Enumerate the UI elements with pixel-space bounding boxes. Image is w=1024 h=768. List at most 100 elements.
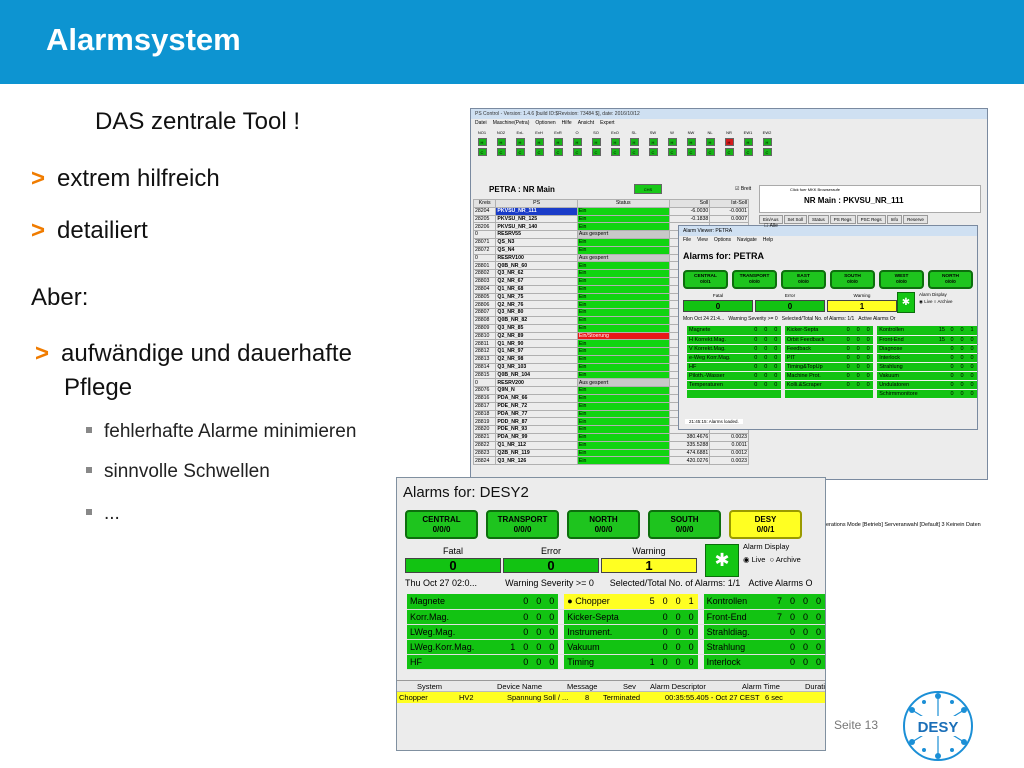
group-name[interactable]: HF bbox=[407, 654, 507, 670]
tab-psregs[interactable]: PS Regs bbox=[829, 215, 856, 224]
sub-indicator[interactable]: C bbox=[743, 148, 753, 156]
group-name[interactable]: Kontrollen bbox=[703, 594, 773, 610]
group-name[interactable]: Timing bbox=[564, 654, 646, 670]
state-indicator[interactable]: H bbox=[572, 138, 582, 146]
group-name[interactable]: Temperaturen bbox=[687, 380, 751, 390]
sub-indicator[interactable]: C bbox=[477, 148, 487, 156]
menu-item[interactable]: Ansicht bbox=[577, 120, 595, 126]
group-name[interactable]: Interlock bbox=[877, 353, 937, 363]
sub-indicator[interactable]: C bbox=[591, 148, 601, 156]
state-indicator[interactable]: H bbox=[705, 138, 715, 146]
group-name[interactable]: Diagnose bbox=[877, 344, 937, 354]
sub-indicator[interactable]: C bbox=[667, 148, 677, 156]
sub-indicator[interactable]: C bbox=[610, 148, 620, 156]
list-column-header[interactable]: Device Name bbox=[497, 682, 543, 691]
sub-indicator[interactable]: C bbox=[572, 148, 582, 156]
menu-item[interactable]: Optionen bbox=[535, 120, 556, 126]
menu-item[interactable]: View bbox=[697, 237, 708, 243]
group-name[interactable]: Vakuum bbox=[564, 639, 646, 655]
group-name[interactable]: Interlock bbox=[703, 654, 773, 670]
live-radio[interactable]: ◉ Live ○ Archive bbox=[919, 299, 953, 304]
menu-item[interactable]: File bbox=[683, 237, 692, 243]
column-header[interactable]: Ist-Soll bbox=[709, 199, 749, 208]
menu-item[interactable]: Help bbox=[762, 237, 774, 243]
state-indicator[interactable]: H bbox=[667, 138, 677, 146]
group-name[interactable]: Machine Prot. bbox=[784, 371, 844, 381]
severity-count[interactable]: 0 bbox=[755, 300, 825, 312]
group-name[interactable]: V Korrekt.Mag. bbox=[687, 344, 751, 354]
menu-item[interactable]: Datei bbox=[475, 120, 487, 126]
tab-info[interactable]: Info bbox=[886, 215, 903, 224]
state-indicator[interactable]: H bbox=[724, 138, 734, 146]
menu-item[interactable]: Maschine(Petra) bbox=[492, 120, 530, 126]
group-name[interactable]: Instrument. bbox=[564, 624, 646, 640]
severity-count[interactable]: 0 bbox=[405, 558, 501, 573]
group-name[interactable]: Orbit Feedback bbox=[784, 335, 844, 345]
state-indicator[interactable]: H bbox=[610, 138, 620, 146]
group-name[interactable]: PIT bbox=[784, 353, 844, 363]
column-header[interactable]: Status bbox=[576, 199, 670, 208]
list-column-header[interactable]: Alarm Time bbox=[742, 682, 780, 691]
group-name[interactable]: Feedback bbox=[784, 344, 844, 354]
group-name[interactable]: Strahlung bbox=[877, 362, 937, 372]
list-column-header[interactable]: Message bbox=[567, 682, 598, 691]
group-name[interactable]: Kontrollen bbox=[877, 326, 937, 336]
menu-item[interactable]: Hilfe bbox=[561, 120, 572, 126]
tab-reserve[interactable]: Reserve bbox=[903, 215, 928, 224]
list-column-header[interactable]: Duration bbox=[805, 682, 826, 691]
group-name[interactable]: Piloth.-Wasser bbox=[687, 371, 751, 381]
sub-indicator[interactable]: C bbox=[648, 148, 658, 156]
group-name[interactable]: Kolli.&Scraper bbox=[784, 380, 844, 390]
state-indicator[interactable]: H bbox=[534, 138, 544, 146]
group-name[interactable]: LWeg.Mag. bbox=[407, 624, 507, 640]
sub-indicator[interactable]: C bbox=[686, 148, 696, 156]
state-indicator[interactable]: H bbox=[629, 138, 639, 146]
sub-indicator[interactable]: C bbox=[724, 148, 734, 156]
group-name[interactable]: Magnete bbox=[687, 326, 751, 336]
group-name[interactable]: e-Weg Korr.Mag. bbox=[687, 353, 751, 363]
sub-indicator[interactable]: C bbox=[629, 148, 639, 156]
severity-count[interactable]: 0 bbox=[503, 558, 599, 573]
breit-checkbox[interactable]: ☑ Breit bbox=[735, 186, 752, 192]
state-indicator[interactable]: H bbox=[553, 138, 563, 146]
chs-button[interactable]: CHS bbox=[634, 184, 662, 194]
group-name[interactable]: Kicker-Septa bbox=[564, 609, 646, 625]
group-name[interactable]: HF bbox=[687, 362, 751, 372]
state-indicator[interactable]: H bbox=[648, 138, 658, 146]
spider-icon[interactable]: ✱ bbox=[897, 292, 915, 313]
list-column-header[interactable]: Alarm Descriptor bbox=[650, 682, 706, 691]
menu-item[interactable]: Navigate bbox=[737, 237, 757, 243]
sub-indicator[interactable]: C bbox=[762, 148, 772, 156]
group-name[interactable]: Front-End bbox=[703, 609, 773, 625]
severity-count[interactable]: 1 bbox=[827, 300, 897, 312]
tab-status[interactable]: Status bbox=[808, 215, 829, 224]
list-column-header[interactable]: System bbox=[417, 682, 443, 691]
state-indicator[interactable]: H bbox=[743, 138, 753, 146]
list-column-header[interactable]: Sev bbox=[623, 682, 636, 691]
sub-indicator[interactable]: C bbox=[534, 148, 544, 156]
